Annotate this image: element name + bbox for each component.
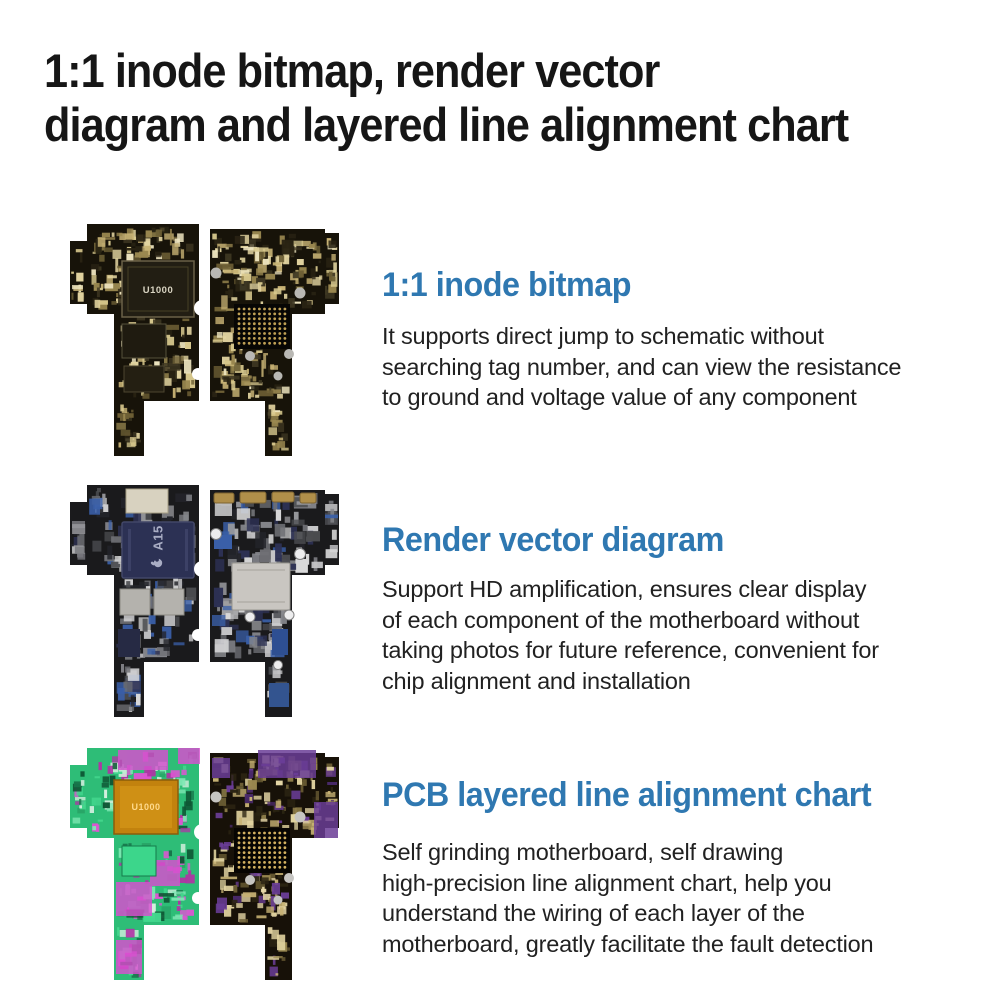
section-heading: PCB layered line alignment chart xyxy=(382,776,872,814)
bga-grid xyxy=(234,828,290,873)
section-render-vector: A15 xyxy=(0,477,1000,735)
screw-holes xyxy=(210,267,306,381)
section-heading: 1:1 inode bitmap xyxy=(382,266,632,304)
soc-chip-a15: A15 xyxy=(121,521,195,579)
green-sub-chip xyxy=(121,845,157,877)
board-photo-inode-bitmap: U1000 xyxy=(70,224,339,456)
gap-notch xyxy=(194,300,210,316)
board-layered-alignment-chart: U1000 xyxy=(70,748,339,980)
section-layered-chart: U1000 PCB layered line alignment xyxy=(0,740,1000,998)
secondary-chip xyxy=(121,323,167,359)
blue-components xyxy=(118,535,289,707)
gap-notch xyxy=(194,824,210,840)
screw-holes xyxy=(210,791,306,905)
shield-plate xyxy=(231,562,291,611)
gold-connectors xyxy=(213,491,317,504)
purple-layers xyxy=(212,750,338,838)
section-body: It supports direct jump to schematic wit… xyxy=(382,323,902,410)
section-inode-bitmap: U1000 1:1 inode bitmap It supports direc… xyxy=(0,216,1000,474)
section-body: Self grinding motherboard, self drawing … xyxy=(382,839,874,957)
section-text: PCB layered line alignment chart Self gr… xyxy=(382,740,972,959)
section-text: Render vector diagram Support HD amplifi… xyxy=(382,477,972,696)
tertiary-chip xyxy=(123,365,165,393)
section-heading: Render vector diagram xyxy=(382,521,724,559)
main-chip-u1000: U1000 xyxy=(113,779,179,835)
chip-label: U1000 xyxy=(143,285,174,296)
chip-label: U1000 xyxy=(131,802,160,812)
section-body: Support HD amplification, ensures clear … xyxy=(382,576,879,694)
rf-module xyxy=(125,488,169,514)
edge-notch xyxy=(192,368,204,380)
section-text: 1:1 inode bitmap It supports direct jump… xyxy=(382,216,972,413)
gap-notch xyxy=(194,561,210,577)
edge-notch xyxy=(192,892,204,904)
magenta-layers xyxy=(116,748,200,974)
ram-chips xyxy=(119,588,185,616)
apple-logo-icon xyxy=(150,557,163,568)
edge-notch xyxy=(192,629,204,641)
page-title: 1:1 inode bitmap, render vector diagram … xyxy=(44,44,849,151)
screw-holes xyxy=(210,528,306,670)
chip-label: A15 xyxy=(151,525,166,550)
board-render-vector-diagram: A15 xyxy=(70,485,339,717)
main-chip-u1000: U1000 xyxy=(121,260,195,318)
bga-grid xyxy=(234,304,290,349)
pcb-texture-right xyxy=(212,231,338,451)
